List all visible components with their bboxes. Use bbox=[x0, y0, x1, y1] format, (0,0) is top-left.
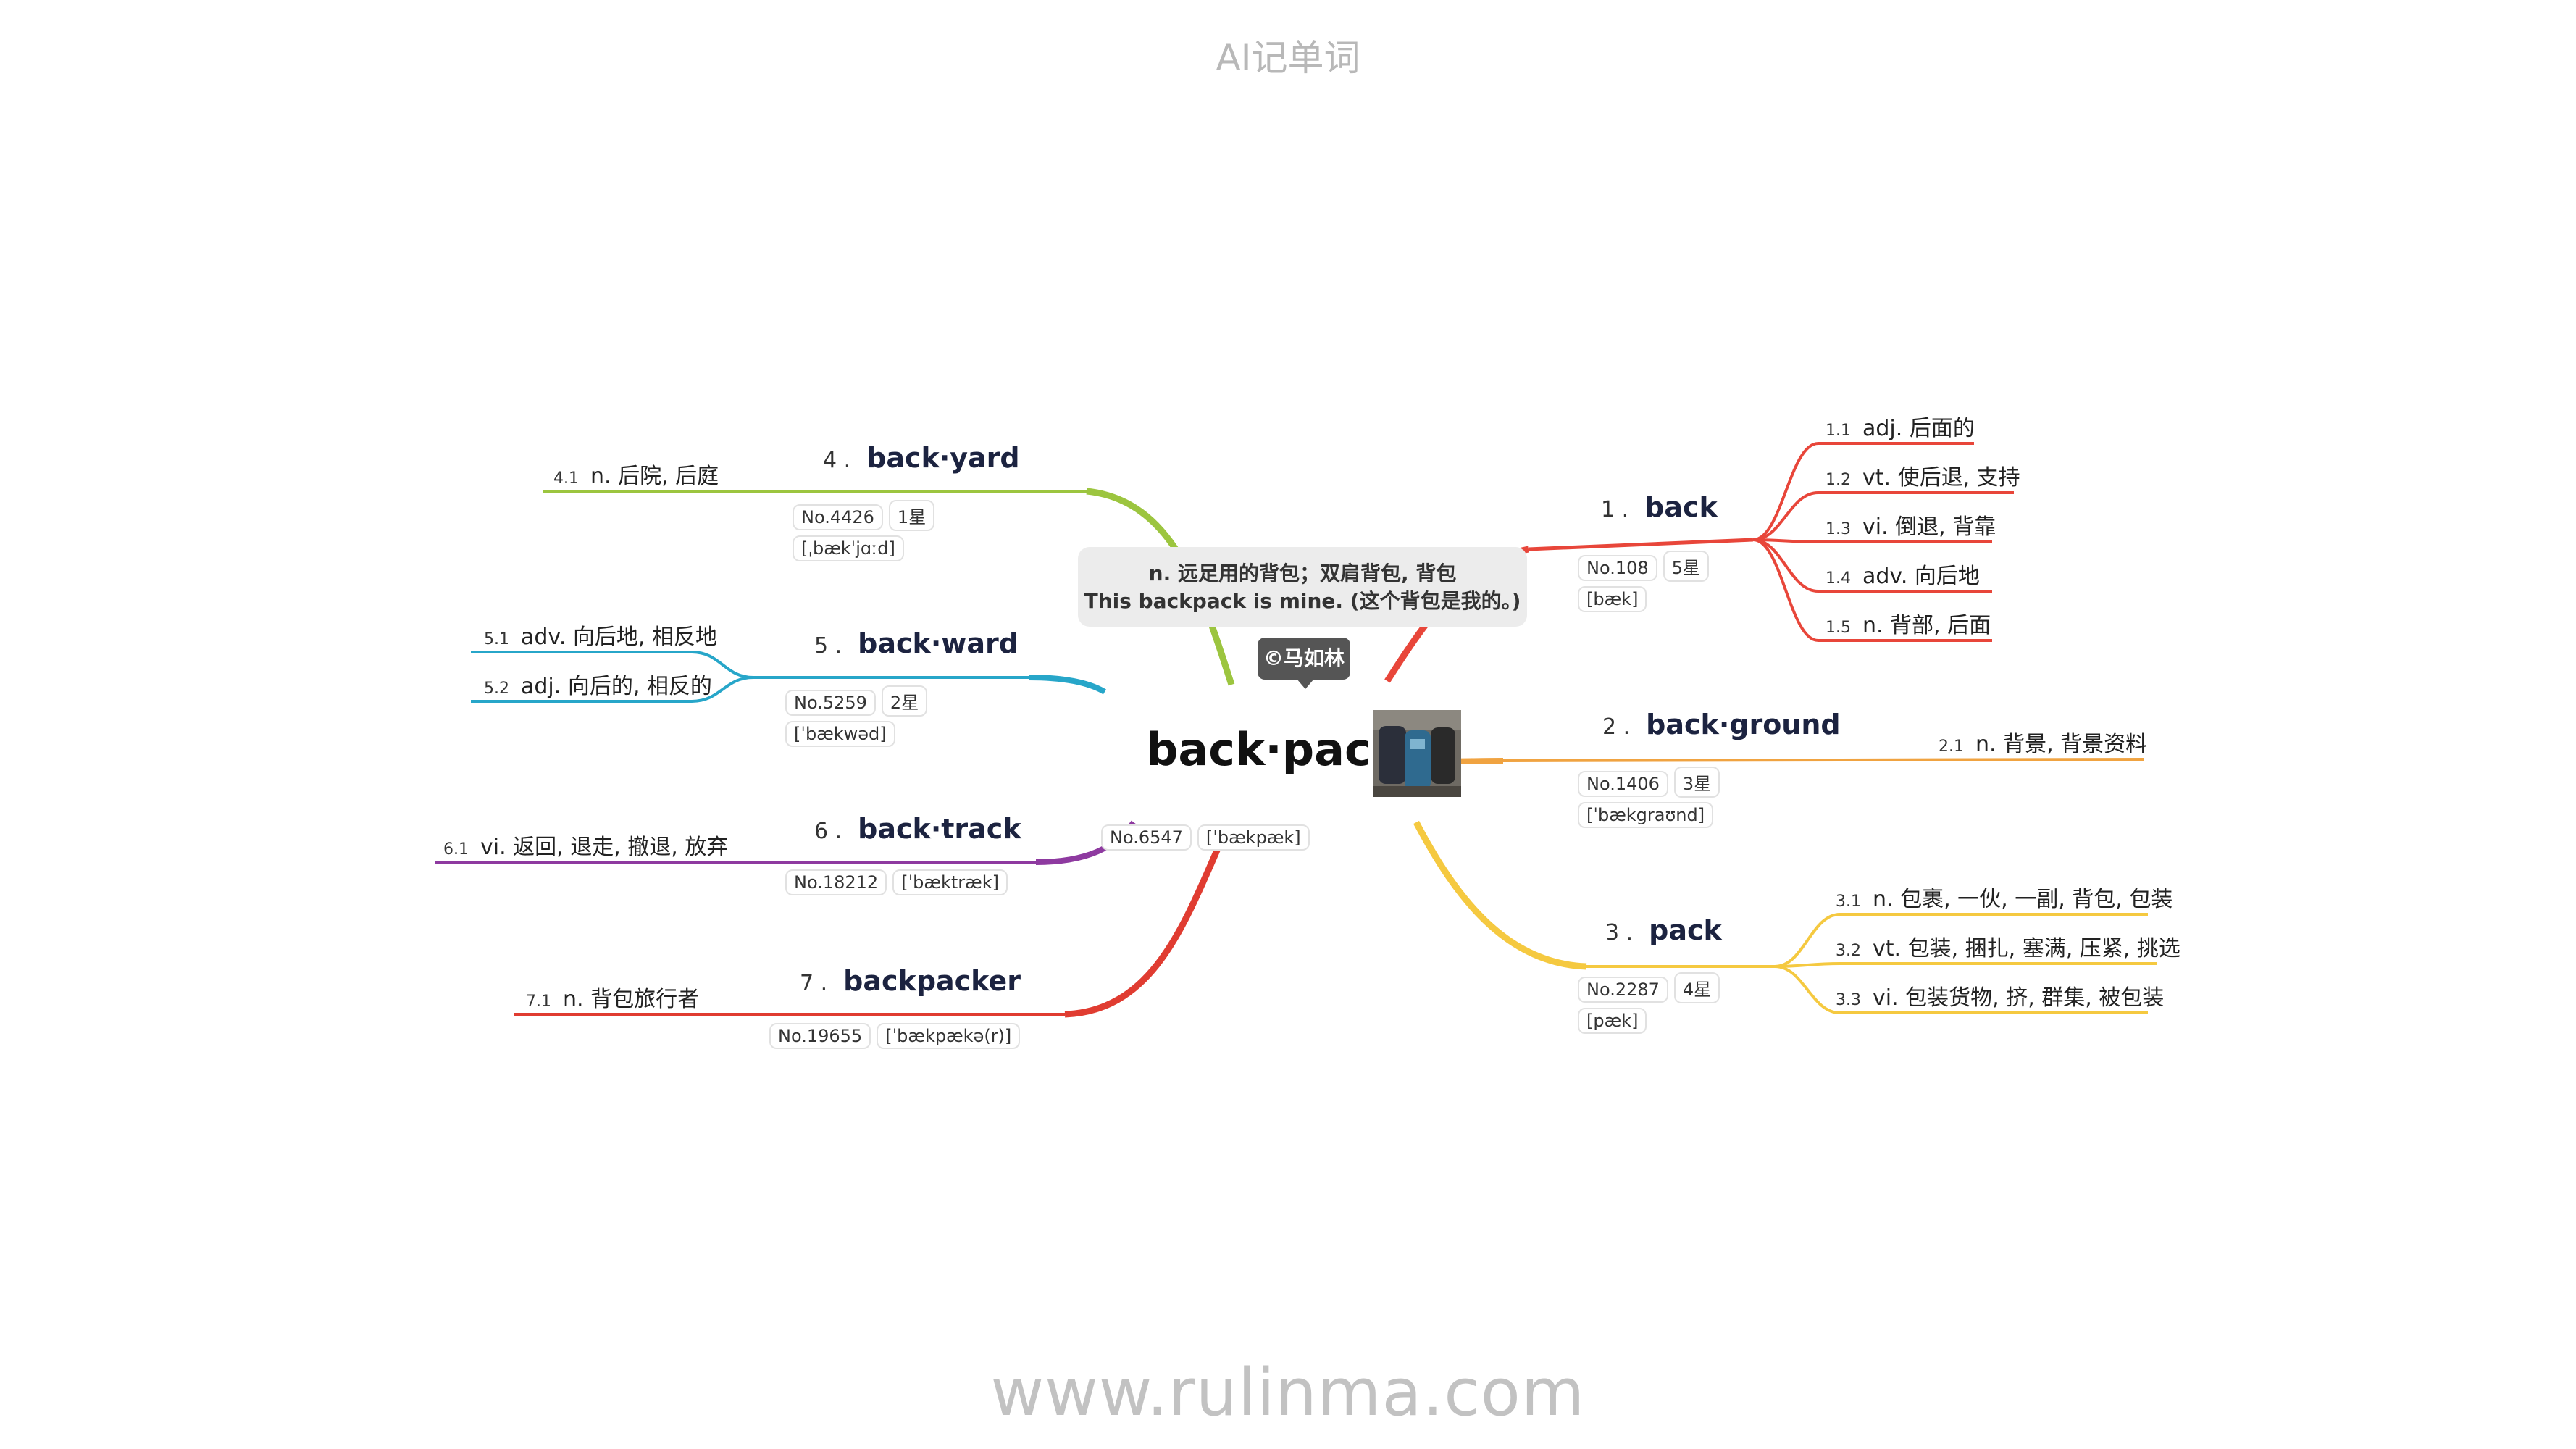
branch-title-background: 2 .back·ground bbox=[1602, 709, 1841, 740]
stars-tag: 5星 bbox=[1663, 551, 1709, 582]
branch-title-pack: 3 .pack bbox=[1605, 914, 1722, 946]
phonetic-tag: [pæk] bbox=[1578, 1008, 1647, 1034]
branch-title-backpacker: 7 .backpacker bbox=[800, 965, 1021, 997]
center-word: back·pack bbox=[1146, 723, 1401, 776]
branch-meta-backtrack: No.18212[ˈbæktræk] bbox=[785, 869, 1013, 895]
backpack-photo-icon bbox=[1373, 710, 1461, 797]
number-tag: No.5259 bbox=[785, 690, 876, 716]
number-tag: No.1406 bbox=[1578, 771, 1668, 797]
stars-tag: 3星 bbox=[1673, 767, 1720, 798]
stars-tag: 1星 bbox=[888, 500, 935, 531]
stars-tag: 4星 bbox=[1673, 972, 1720, 1003]
phonetic-tag: [ˈbækpækə(r)] bbox=[877, 1023, 1021, 1049]
center-meta: No.6547[ˈbækpæk] bbox=[1101, 824, 1316, 851]
center-phonetic-tag: [ˈbækpæk] bbox=[1197, 824, 1310, 851]
branch-title-backward: 5 .back·ward bbox=[814, 627, 1019, 659]
number-tag: No.2287 bbox=[1578, 977, 1668, 1003]
app-title: AI记单词 bbox=[1216, 37, 1360, 79]
copyright-badge: ©马如林 bbox=[1258, 638, 1350, 680]
definition-note: n. 远足用的背包；双肩背包, 背包 This backpack is mine… bbox=[1078, 547, 1527, 627]
note-definition: n. 远足用的背包；双肩背包, 背包 bbox=[1148, 561, 1457, 585]
footer-url: www.rulinma.com bbox=[990, 1355, 1586, 1431]
phonetic-tag: [bæk] bbox=[1578, 586, 1647, 612]
branch-meta-backpacker: No.19655[ˈbækpækə(r)] bbox=[769, 1023, 1026, 1049]
number-tag: No.108 bbox=[1578, 555, 1657, 581]
number-tag: No.4426 bbox=[793, 504, 883, 530]
backpack-photo bbox=[1373, 710, 1461, 797]
branch-title-backyard: 4 .back·yard bbox=[823, 442, 1020, 474]
number-tag: No.19655 bbox=[769, 1023, 871, 1049]
center-number-tag: No.6547 bbox=[1101, 824, 1192, 851]
phonetic-tag: [ˈbækwəd] bbox=[785, 721, 895, 747]
branch-title-backtrack: 6 .back·track bbox=[814, 813, 1021, 845]
phonetic-tag: [ˌbækˈjɑːd] bbox=[793, 535, 904, 561]
number-tag: No.18212 bbox=[785, 869, 887, 895]
copyright-badge-pointer bbox=[1297, 679, 1314, 689]
branch-title-back: 1 .back bbox=[1601, 491, 1718, 523]
note-example: This backpack is mine. (这个背包是我的。) bbox=[1084, 589, 1521, 613]
phonetic-tag: [ˈbækgraʊnd] bbox=[1578, 802, 1714, 828]
phonetic-tag: [ˈbæktræk] bbox=[892, 869, 1008, 895]
stars-tag: 2星 bbox=[881, 685, 928, 717]
